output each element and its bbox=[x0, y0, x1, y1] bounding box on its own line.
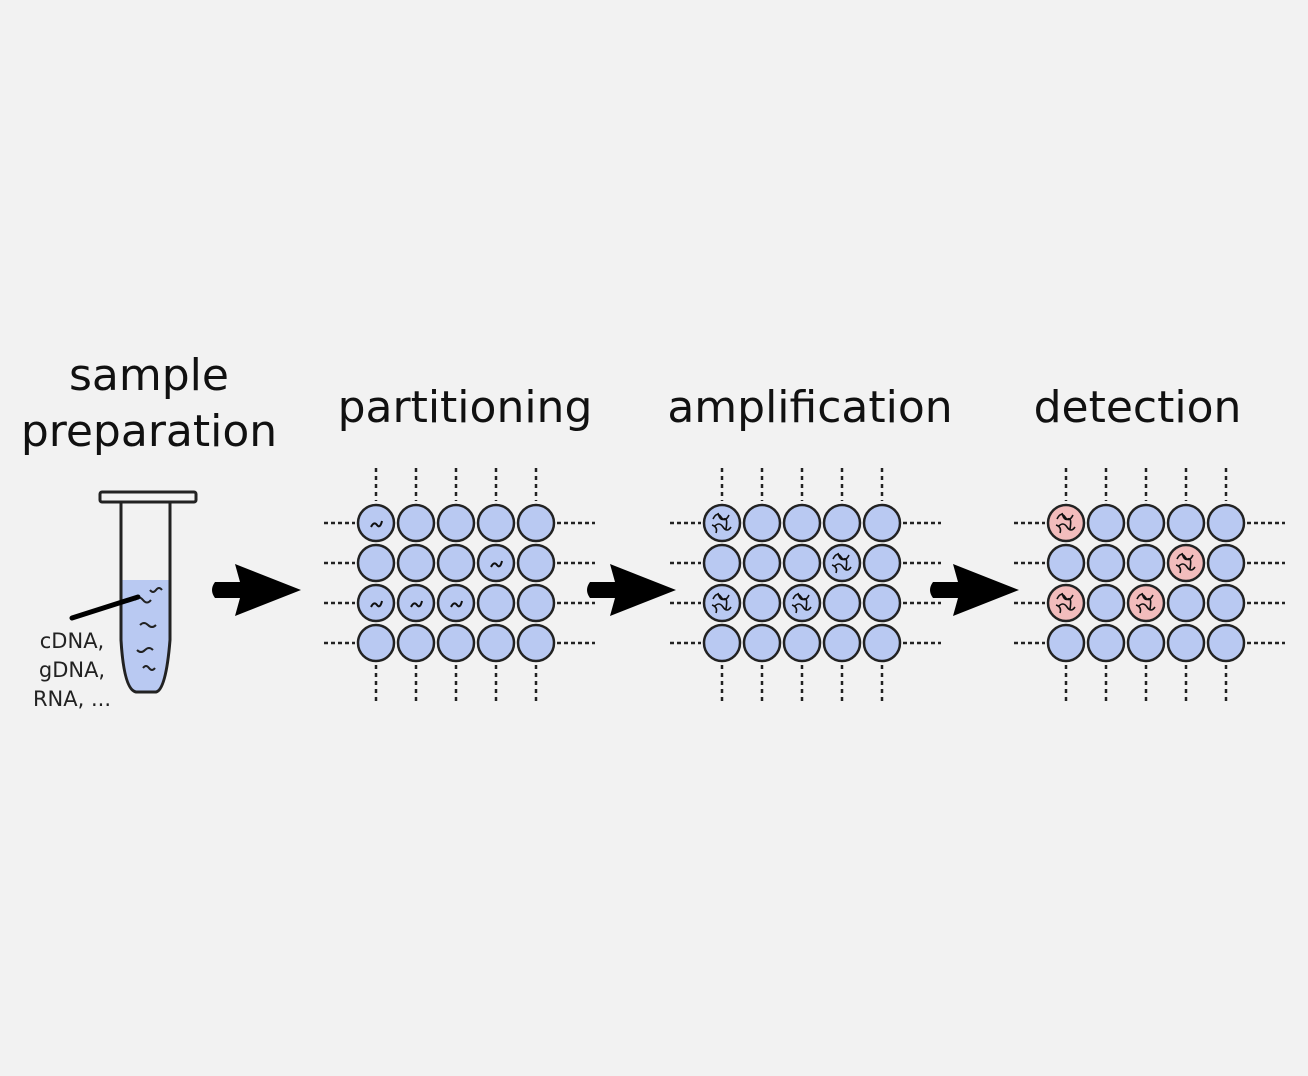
partitioning-droplet-grid bbox=[324, 468, 595, 704]
droplet bbox=[1126, 503, 1166, 543]
droplet bbox=[516, 543, 556, 583]
partitioning-title: partitioning bbox=[337, 382, 593, 433]
droplet bbox=[742, 623, 782, 663]
droplet bbox=[396, 503, 436, 543]
sample-type-cdna: cDNA, bbox=[39, 629, 105, 653]
droplet bbox=[476, 623, 516, 663]
sample-preparation-title: sample preparation bbox=[20, 348, 278, 460]
droplet bbox=[822, 583, 862, 623]
droplet bbox=[742, 503, 782, 543]
process-arrows bbox=[212, 564, 1019, 616]
droplet bbox=[1046, 583, 1086, 623]
arrow-1-icon bbox=[212, 564, 301, 616]
droplet bbox=[1046, 503, 1086, 543]
droplet bbox=[1126, 583, 1166, 623]
arrow-3-icon bbox=[930, 564, 1019, 616]
droplet bbox=[476, 503, 516, 543]
detection-title: detection bbox=[1033, 382, 1242, 433]
droplet bbox=[702, 623, 742, 663]
droplet bbox=[516, 623, 556, 663]
droplet bbox=[1046, 543, 1086, 583]
droplet bbox=[862, 623, 902, 663]
arrow-2-icon bbox=[587, 564, 676, 616]
droplet bbox=[822, 623, 862, 663]
droplet bbox=[782, 623, 822, 663]
droplet bbox=[396, 543, 436, 583]
droplet bbox=[476, 583, 516, 623]
droplet bbox=[702, 503, 742, 543]
droplet bbox=[782, 543, 822, 583]
droplet bbox=[782, 583, 822, 623]
droplet bbox=[356, 543, 396, 583]
droplet bbox=[742, 583, 782, 623]
droplet bbox=[1046, 623, 1086, 663]
droplet bbox=[862, 503, 902, 543]
droplet bbox=[1206, 503, 1246, 543]
droplet bbox=[862, 583, 902, 623]
droplet bbox=[702, 583, 742, 623]
sample-type-gdna: gDNA, bbox=[38, 658, 106, 682]
droplet bbox=[1086, 503, 1126, 543]
droplet bbox=[862, 543, 902, 583]
droplet bbox=[742, 543, 782, 583]
amplification-title: amplification bbox=[667, 382, 953, 433]
droplet bbox=[516, 503, 556, 543]
droplet bbox=[1206, 583, 1246, 623]
droplet bbox=[1086, 583, 1126, 623]
sample-type-rna: RNA, ... bbox=[32, 687, 112, 711]
droplet bbox=[1126, 543, 1166, 583]
droplet bbox=[1166, 583, 1206, 623]
droplet bbox=[436, 543, 476, 583]
droplet bbox=[1206, 543, 1246, 583]
amplification-droplet-grid bbox=[670, 468, 941, 704]
droplet bbox=[702, 543, 742, 583]
droplet bbox=[356, 623, 396, 663]
droplet bbox=[396, 623, 436, 663]
droplet bbox=[822, 543, 862, 583]
detection-droplet-grid bbox=[1014, 468, 1285, 704]
droplet bbox=[436, 623, 476, 663]
droplet bbox=[1166, 623, 1206, 663]
droplet bbox=[436, 503, 476, 543]
sample-types-label: cDNA, gDNA, RNA, ... bbox=[22, 627, 122, 714]
sample-preparation-title-line2: preparation bbox=[20, 406, 278, 457]
sample-preparation-title-line1: sample bbox=[69, 350, 229, 401]
droplet bbox=[1086, 543, 1126, 583]
droplet bbox=[516, 583, 556, 623]
droplet bbox=[1166, 503, 1206, 543]
droplet bbox=[782, 503, 822, 543]
droplet bbox=[1166, 543, 1206, 583]
droplet bbox=[822, 503, 862, 543]
sample-tube-icon bbox=[69, 490, 198, 694]
droplet bbox=[1126, 623, 1166, 663]
droplet bbox=[1086, 623, 1126, 663]
droplet bbox=[1206, 623, 1246, 663]
